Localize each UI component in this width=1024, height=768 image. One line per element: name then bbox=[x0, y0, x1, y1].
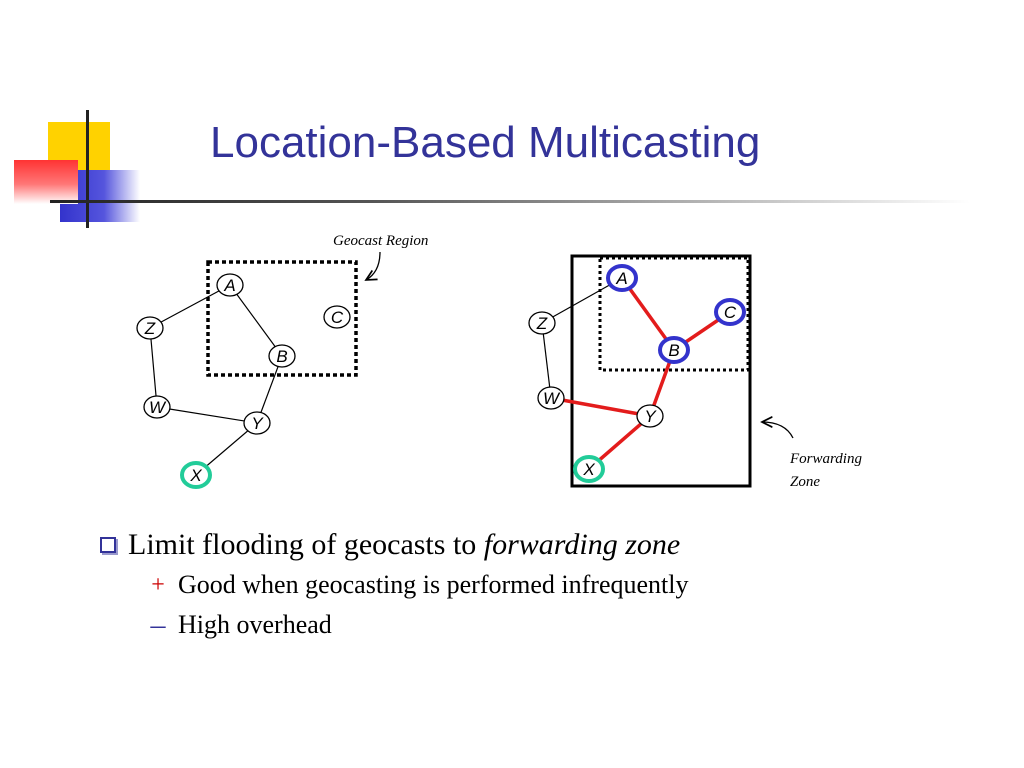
svg-text:Z: Z bbox=[144, 319, 156, 338]
svg-text:X: X bbox=[189, 466, 202, 485]
svg-text:W: W bbox=[149, 398, 167, 417]
left-node-y: Y bbox=[243, 411, 271, 435]
edge-b-y bbox=[256, 355, 283, 424]
geocast-region-box bbox=[206, 260, 358, 377]
plus-icon: + bbox=[151, 571, 165, 598]
left-node-w: W bbox=[143, 395, 171, 419]
sub-bullet-minus: – High overhead bbox=[146, 608, 688, 642]
geocast-region-arrow bbox=[366, 251, 381, 280]
decor-red-block bbox=[14, 160, 78, 204]
left-diagram: Geocast Region A C Z B W bbox=[136, 233, 428, 489]
edge-z-w bbox=[541, 322, 552, 399]
bullet-main-emphasis: forwarding zone bbox=[483, 528, 681, 561]
svg-text:X: X bbox=[582, 460, 595, 479]
title-underline bbox=[50, 200, 970, 203]
edge-a-z bbox=[149, 284, 231, 329]
right-node-a: A bbox=[606, 264, 638, 292]
edge-a-b bbox=[229, 284, 283, 357]
left-node-a: A bbox=[216, 273, 244, 297]
sub-bullet-plus: + Good when geocasting is performed infr… bbox=[146, 570, 688, 600]
minus-icon: – bbox=[150, 608, 166, 641]
right-flood-edges bbox=[550, 276, 731, 471]
svg-text:Y: Y bbox=[644, 407, 657, 426]
left-node-z: Z bbox=[136, 316, 164, 340]
right-node-c: C bbox=[714, 298, 746, 326]
square-bullet-icon bbox=[100, 537, 116, 553]
forwarding-zone-label-1: Forwarding bbox=[789, 451, 862, 467]
flood-edge-a-b bbox=[620, 276, 676, 352]
edge-w-y bbox=[156, 406, 258, 424]
bullet-main-text: Limit flooding of geocasts to bbox=[128, 528, 484, 561]
forwarding-zone-arrow bbox=[762, 422, 794, 439]
left-node-b: B bbox=[268, 344, 296, 368]
right-diagram: Forwarding Zone A C Z B bbox=[528, 254, 862, 490]
left-node-c: C bbox=[323, 305, 351, 329]
svg-text:A: A bbox=[615, 269, 627, 288]
page-title: Location-Based Multicasting bbox=[210, 118, 761, 167]
edge-z-w bbox=[149, 327, 158, 408]
decor-vertical-rule bbox=[86, 110, 89, 228]
right-node-z: Z bbox=[528, 311, 556, 335]
right-node-b: B bbox=[658, 336, 690, 364]
svg-text:B: B bbox=[668, 341, 679, 360]
forwarding-zone-label-2: Zone bbox=[790, 474, 820, 490]
left-edges bbox=[149, 284, 283, 476]
forwarding-zone-box bbox=[570, 254, 752, 488]
flood-edge-w-y bbox=[550, 396, 651, 418]
svg-text:W: W bbox=[543, 389, 561, 408]
right-node-x: X bbox=[573, 455, 605, 483]
svg-text:A: A bbox=[223, 276, 235, 295]
svg-text:B: B bbox=[276, 347, 287, 366]
right-node-w: W bbox=[537, 386, 565, 410]
sub-bullet-text: High overhead bbox=[178, 610, 332, 639]
sub-bullet-text: Good when geocasting is performed infreq… bbox=[178, 570, 689, 599]
left-node-x: X bbox=[180, 461, 212, 489]
geocast-region-label: Geocast Region bbox=[333, 233, 428, 249]
svg-text:C: C bbox=[724, 303, 737, 322]
right-geocast-region-box bbox=[598, 256, 750, 372]
bullet-main: Limit flooding of geocasts to forwarding… bbox=[100, 528, 688, 562]
svg-text:Z: Z bbox=[536, 314, 548, 333]
svg-text:Y: Y bbox=[251, 414, 264, 433]
right-node-y: Y bbox=[636, 404, 664, 428]
svg-text:C: C bbox=[331, 308, 344, 327]
right-black-edges bbox=[541, 277, 623, 399]
bullet-list: Limit flooding of geocasts to forwarding… bbox=[100, 528, 688, 642]
